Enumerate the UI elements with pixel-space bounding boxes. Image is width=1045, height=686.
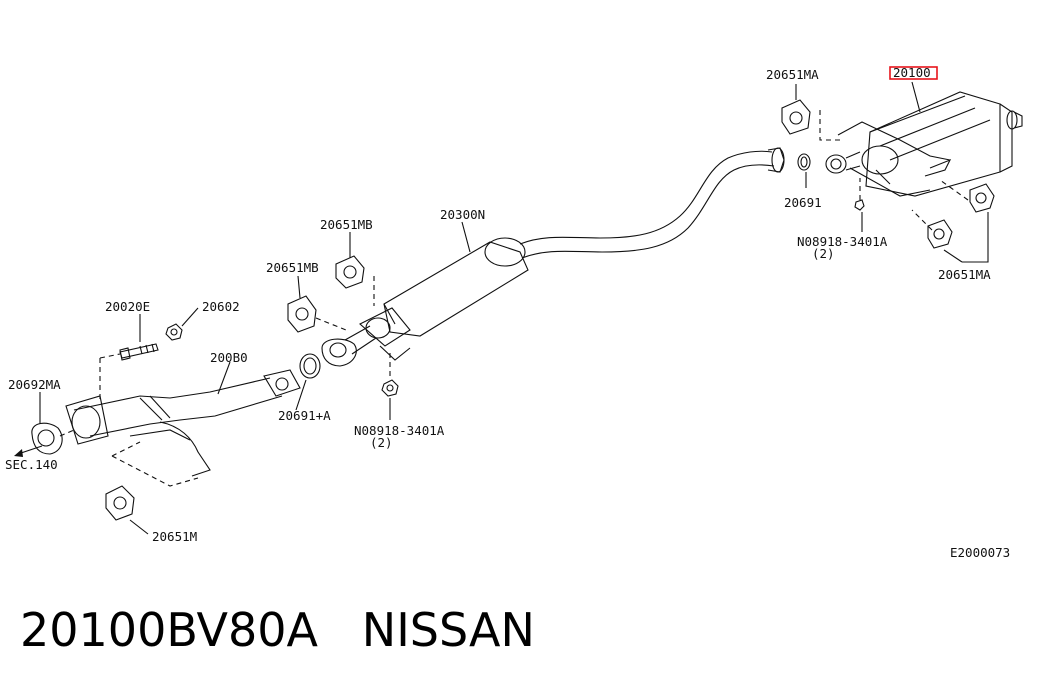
label-20100[interactable]: 20100: [893, 65, 931, 80]
label-08918-front: N08918-3401A: [354, 423, 445, 438]
label-20691: 20691: [784, 195, 822, 210]
nut-08918-front[interactable]: [381, 379, 399, 397]
front-pipe[interactable]: [65, 369, 301, 477]
drawing-code: E2000073: [950, 545, 1010, 560]
label-08918-front-qty: (2): [370, 435, 393, 450]
muffler-inlet-pipe: [845, 151, 861, 171]
label-sec140: SEC.140: [5, 457, 58, 472]
mount-20651MB-lower[interactable]: [287, 295, 317, 333]
label-08918-rear: N08918-3401A: [797, 234, 888, 249]
label-20602: 20602: [202, 299, 240, 314]
gasket-20692MA[interactable]: [31, 422, 63, 455]
mount-20651MA-right-b[interactable]: [927, 219, 953, 249]
mount-20651M[interactable]: [105, 485, 135, 521]
highlight-box: [889, 66, 938, 80]
nut-08918-rear[interactable]: [854, 199, 865, 211]
muffler-inlet-flange: [825, 154, 847, 174]
assembly-lines: [59, 110, 969, 487]
part-number-caption: 20100BV80A NISSAN: [20, 603, 535, 657]
mount-20651MA-top[interactable]: [781, 99, 811, 135]
stud-20020E[interactable]: [119, 343, 159, 361]
muffler-inlet-bore: [830, 158, 842, 170]
pre-muffler-flange[interactable]: [321, 338, 357, 367]
label-20691A: 20691+A: [278, 408, 331, 423]
leader-lines: [39, 81, 989, 535]
main-muffler[interactable]: [837, 91, 1023, 197]
label-200B0: 200B0: [210, 350, 248, 365]
label-20651M: 20651M: [152, 529, 197, 544]
label-20692MA: 20692MA: [8, 377, 61, 392]
mount-20651MB-upper[interactable]: [335, 255, 365, 289]
label-20651MB-lower: 20651MB: [266, 260, 319, 275]
sec140-arrow: [14, 445, 43, 457]
nut-20602[interactable]: [165, 323, 183, 341]
label-20651MA-right: 20651MA: [938, 267, 991, 282]
gasket-20691[interactable]: [797, 153, 811, 171]
label-08918-rear-qty: (2): [812, 246, 835, 261]
center-pipe: [519, 147, 785, 259]
label-20300N: 20300N: [440, 207, 485, 222]
gasket-20691A[interactable]: [299, 353, 321, 379]
label-20651MB-upper: 20651MB: [320, 217, 373, 232]
label-20651MA-top: 20651MA: [766, 67, 819, 82]
mount-20651MA-right-a[interactable]: [969, 183, 995, 213]
pre-muffler[interactable]: [344, 237, 529, 361]
exhaust-diagram: 20651MA 20100 20691 N08918-3401A (2) 206…: [5, 65, 1023, 560]
label-20020E: 20020E: [105, 299, 150, 314]
